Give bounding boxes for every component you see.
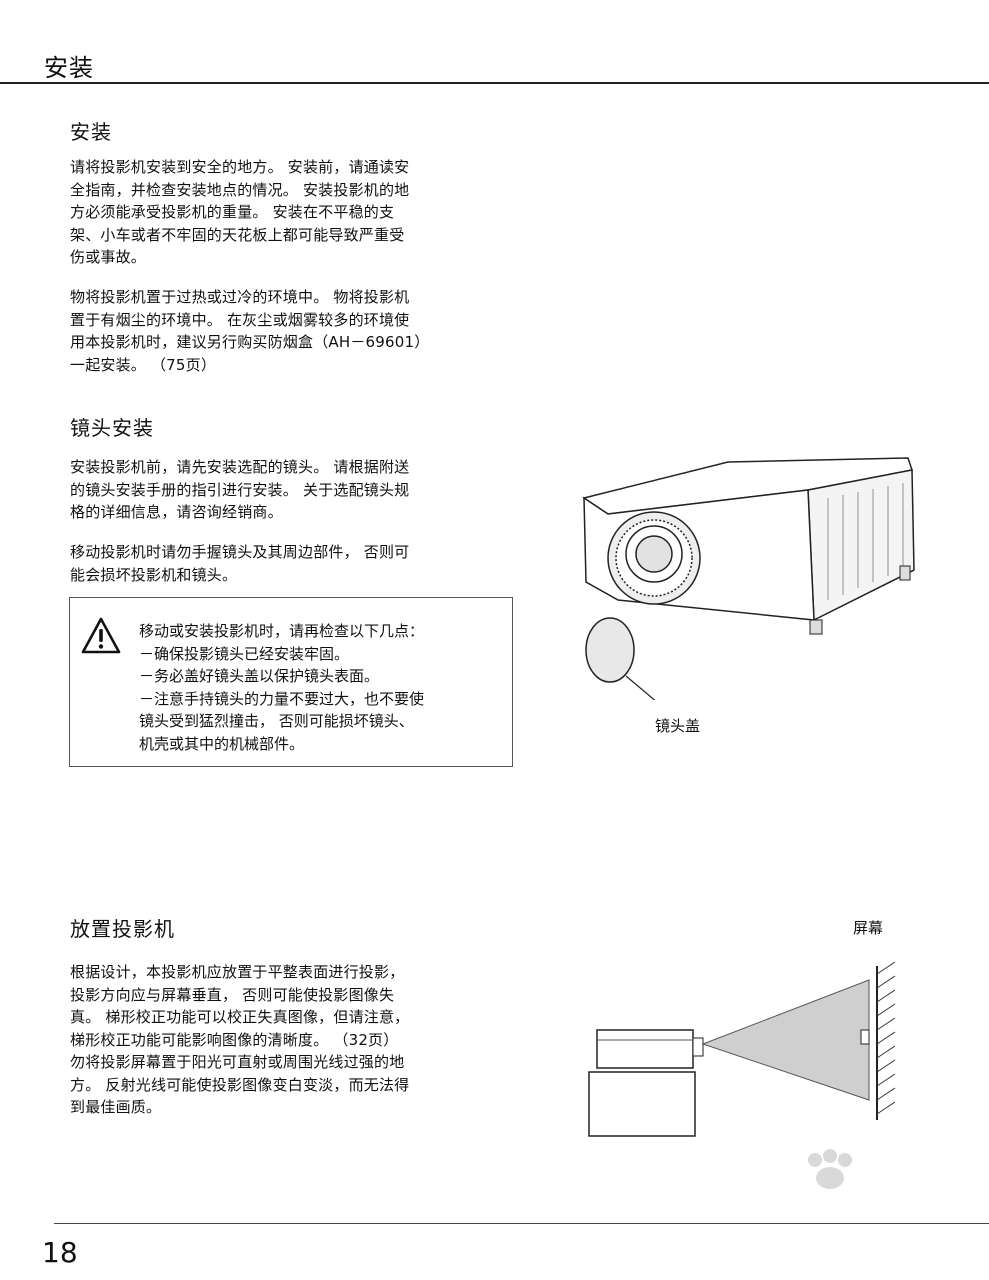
- text-line: 用本投影机时，建议另行购买防烟盒（AH－69601）: [70, 333, 430, 351]
- text-line: 到最佳画质。: [70, 1098, 162, 1116]
- page-header-title: 安装: [44, 54, 94, 82]
- text-line: 方必须能承受投影机的重量。 安装在不平稳的支: [70, 203, 395, 221]
- warning-icon: [81, 617, 121, 654]
- text-line: －务必盖好镜头盖以保护镜头表面。: [139, 667, 380, 685]
- section-title-placement: 放置投影机: [70, 917, 175, 941]
- page-number: 18: [42, 1236, 78, 1269]
- text-line: －确保投影镜头已经安装牢固。: [139, 644, 350, 663]
- text-line: 镜头受到猛烈撞击， 否则可能损坏镜头、: [139, 712, 414, 730]
- text-line: 物将投影机置于过热或过冷的环境中。 物将投影机: [70, 288, 410, 306]
- text-line: 全指南，并检查安装地点的情况。 安装投影机的地: [70, 180, 410, 199]
- baidu-watermark-logo: [808, 1149, 852, 1189]
- text-line: 梯形校正功能可能影响图像的清晰度。 （32页）: [70, 1030, 399, 1049]
- text-line: 伤或事故。: [70, 248, 147, 266]
- section-title-install: 安装: [70, 120, 112, 144]
- header-divider: [0, 82, 989, 84]
- text-line: 真。 梯形校正功能可以校正失真图像，但请注意，: [70, 1008, 410, 1026]
- text-line: 机壳或其中的机械部件。: [139, 734, 305, 753]
- lens-paragraph-2: 移动投影机时请勿手握镜头及其周边部件， 否则可 能会损坏投影机和镜头。: [70, 541, 480, 586]
- projector-illustration: [582, 457, 915, 700]
- text-line: 架、小车或者不牢固的天花板上都可能导致严重受: [70, 225, 405, 244]
- text-line: 置于有烟尘的环境中。 在灰尘或烟雾较多的环境使: [70, 310, 410, 329]
- text-line: 投影方向应与屏幕垂直， 否则可能使投影图像失: [70, 985, 395, 1004]
- screen-label: 屏幕: [853, 919, 884, 937]
- lens-paragraph-1: 安装投影机前，请先安装选配的镜头。 请根据附送 的镜头安装手册的指引进行安装。 …: [70, 456, 480, 524]
- text-line: 一起安装。 （75页）: [70, 355, 217, 374]
- text-line: 安装投影机前，请先安装选配的镜头。 请根据附送: [70, 458, 410, 476]
- placement-paragraph: 根据设计，本投影机应放置于平整表面进行投影， 投影方向应与屏幕垂直， 否则可能使…: [70, 961, 480, 1119]
- text-line: 请将投影机安装到安全的地方。 安装前，请通读安: [70, 158, 410, 176]
- text-line: 移动或安装投影机时，请再检查以下几点：: [139, 622, 425, 640]
- text-line: －注意手持镜头的力量不要过大，也不要使: [139, 689, 425, 708]
- text-line: 格的详细信息，请咨询经销商。: [70, 503, 283, 521]
- text-line: 的镜头安装手册的指引进行安装。 关于选配镜头规: [70, 480, 410, 499]
- text-line: 移动投影机时请勿手握镜头及其周边部件， 否则可: [70, 543, 410, 561]
- lens-cap-label: 镜头盖: [655, 717, 701, 735]
- text-line: 方。 反射光线可能使投影图像变白变淡，而无法得: [70, 1075, 410, 1094]
- placement-diagram: [588, 961, 896, 1137]
- text-line: 勿将投影屏幕置于阳光可直射或周围光线过强的地: [70, 1053, 405, 1071]
- footer-divider: [54, 1223, 989, 1224]
- caution-box: [69, 597, 513, 767]
- text-line: 根据设计，本投影机应放置于平整表面进行投影，: [70, 963, 405, 981]
- install-paragraph-2: 物将投影机置于过热或过冷的环境中。 物将投影机 置于有烟尘的环境中。 在灰尘或烟…: [70, 286, 480, 376]
- install-paragraph-1: 请将投影机安装到安全的地方。 安装前，请通读安 全指南，并检查安装地点的情况。 …: [70, 156, 480, 269]
- text-line: 能会损坏投影机和镜头。: [70, 565, 238, 584]
- caution-text: 移动或安装投影机时，请再检查以下几点： －确保投影镜头已经安装牢固。 －务必盖好…: [139, 620, 424, 755]
- section-title-lens: 镜头安装: [70, 416, 154, 440]
